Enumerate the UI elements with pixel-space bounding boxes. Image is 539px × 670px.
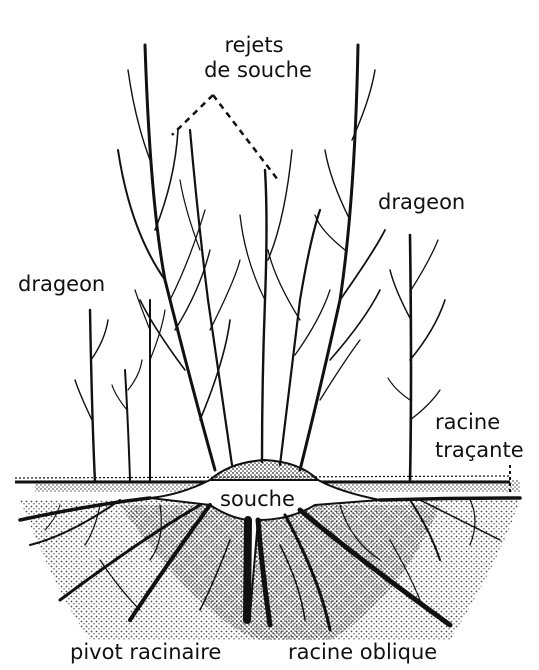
label-drageon-left: drageon bbox=[18, 272, 105, 297]
label-rejets-line2: de souche bbox=[195, 58, 321, 83]
label-souche: souche bbox=[220, 487, 295, 512]
label-racine-tracante-line1: racine bbox=[435, 410, 500, 435]
label-pivot-racinaire: pivot racinaire bbox=[70, 640, 221, 665]
label-racine-oblique: racine oblique bbox=[288, 640, 437, 665]
label-rejets-line1: rejets bbox=[210, 33, 298, 58]
stump-shoots bbox=[118, 45, 385, 470]
left-sucker bbox=[75, 290, 165, 482]
label-racine-tracante-line2: traçante bbox=[435, 438, 524, 463]
label-drageon-right: drageon bbox=[378, 190, 465, 215]
rejets-pointer bbox=[172, 95, 278, 180]
